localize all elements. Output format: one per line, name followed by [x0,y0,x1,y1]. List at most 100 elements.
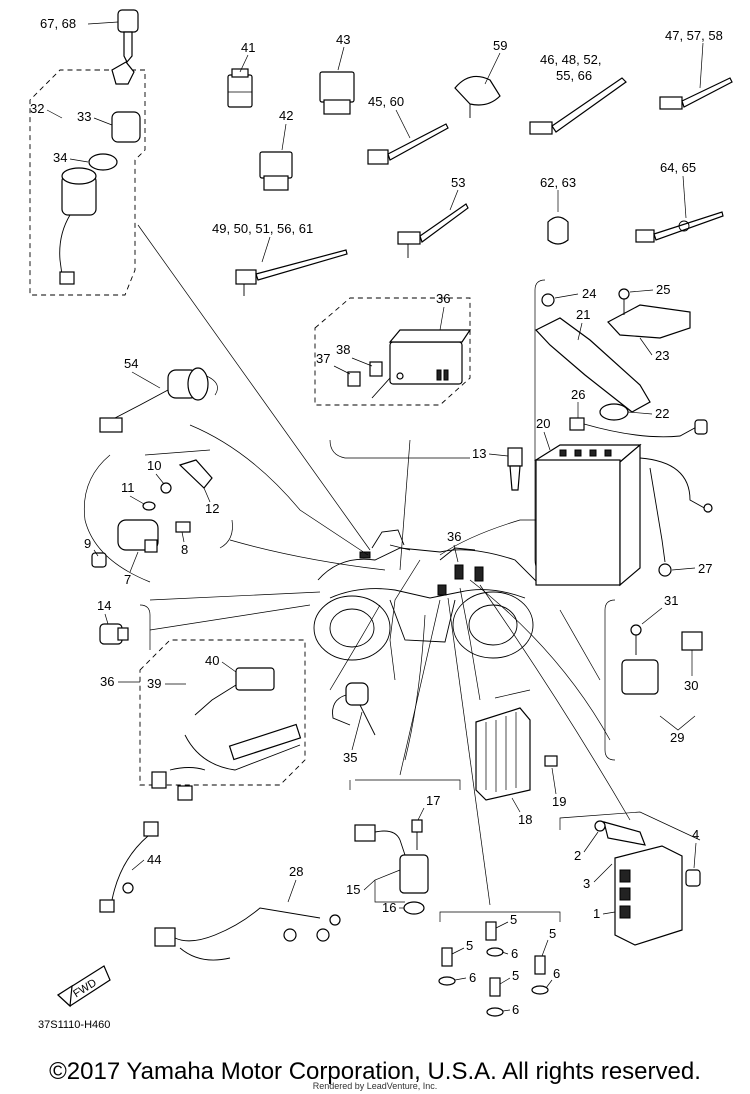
callout-2: 2 [574,848,581,863]
clip-59 [454,75,501,118]
callout-27: 27 [698,561,712,576]
callout-labels: 67, 68 41 43 59 46, 48, 52, 55, 66 47, 5… [30,16,723,1017]
cable-tie-47 [659,77,733,110]
starter-relay-29 [621,624,703,695]
cable-tie-45 [367,123,449,165]
cable-tie-49 [235,249,348,296]
callout-6-top: 6 [511,946,518,961]
connector-43 [319,71,355,115]
callout-20: 20 [536,416,550,431]
main-switch-group-outline [29,69,146,296]
diagram-code: 37S1110-H460 [38,1019,110,1031]
callout-5-right: 5 [549,926,556,941]
callout-67-68: 67, 68 [40,16,76,31]
callout-40: 40 [205,653,219,668]
callout-53: 53 [451,175,465,190]
callout-8: 8 [181,542,188,557]
callout-42: 42 [279,108,293,123]
callout-31: 31 [664,593,678,608]
atv-silhouette [313,529,541,661]
callout-55-66: 55, 66 [556,68,592,83]
callout-12: 12 [205,501,219,516]
connector-41 [227,68,253,108]
callout-41: 41 [241,40,255,55]
callout-5-bottom: 5 [512,968,519,983]
callout-54: 54 [124,356,138,371]
switch-54 [99,367,209,433]
callout-18: 18 [518,812,532,827]
callout-43: 43 [336,32,350,47]
callout-4: 4 [692,827,699,842]
callout-24: 24 [582,286,596,301]
rectifier-18 [475,707,558,801]
callout-11: 11 [121,480,135,495]
callout-36-junction: 36 [436,291,450,306]
cable-tie-53 [397,203,469,258]
harness-28 [154,907,341,961]
callout-26: 26 [571,387,585,402]
callout-44: 44 [147,852,161,867]
callout-49-50-51-56-61: 49, 50, 51, 56, 61 [212,221,313,236]
callout-62-63: 62, 63 [540,175,576,190]
callout-29: 29 [670,730,684,745]
brackets [83,279,701,922]
callout-35: 35 [343,750,357,765]
callout-5-top: 5 [510,912,517,927]
cable-tie-64 [635,211,724,243]
callout-16: 16 [382,900,396,915]
callout-6-bottom: 6 [512,1002,519,1017]
callout-28: 28 [289,864,303,879]
harness-group-outline [139,639,306,786]
callout-36-frame: 36 [447,529,461,544]
callout-15: 15 [346,882,360,897]
callout-33: 33 [77,109,91,124]
callout-6-right: 6 [553,966,560,981]
speed-sensor-15 [354,819,429,915]
copyright-notice: ©2017 Yamaha Motor Corporation, U.S.A. A… [49,1058,701,1085]
bolts-5-washers-6 [438,921,549,1017]
callout-23: 23 [655,348,669,363]
lead-wire-44 [99,821,159,913]
callout-22: 22 [655,406,669,421]
callout-30: 30 [684,678,698,693]
callout-14: 14 [97,598,111,613]
callout-38: 38 [336,342,350,357]
callout-6-left: 6 [469,970,476,985]
callout-17: 17 [426,793,440,808]
battery-20 [533,403,713,587]
clip-62 [547,216,569,245]
ecu-1 [594,820,701,946]
fwd-arrow-icon: FWD [57,965,111,1008]
junction-box-group-outline [314,297,471,406]
battery-bracket-21 [535,288,691,413]
callout-25: 25 [656,282,670,297]
callout-32: 32 [30,101,44,116]
callout-9: 9 [84,536,91,551]
spark-plug-13 [507,447,523,491]
callout-37: 37 [316,351,330,366]
callout-39: 39 [147,676,161,691]
callout-7: 7 [124,572,131,587]
leader-lines [137,224,631,906]
callout-46-48-52: 46, 48, 52, [540,52,601,67]
key-part [117,9,139,64]
callout-59: 59 [493,38,507,53]
callout-64-65: 64, 65 [660,160,696,175]
callout-21: 21 [576,307,590,322]
connector-42 [259,151,293,191]
callout-19: 19 [552,794,566,809]
callout-47-57-58: 47, 57, 58 [665,28,723,43]
rendered-by-credit: Rendered by LeadVenture, Inc. [312,1081,438,1091]
junction-box-36 [347,329,472,399]
harness-39 [151,667,302,801]
callout-1: 1 [593,906,600,921]
callout-5-left: 5 [466,938,473,953]
callout-36-harness: 36 [100,674,114,689]
main-switch-part [59,61,141,285]
cable-tie-46 [529,77,627,135]
callout-3: 3 [583,876,590,891]
callout-10: 10 [147,458,161,473]
callout-45-60: 45, 60 [368,94,404,109]
callout-34: 34 [53,150,67,165]
